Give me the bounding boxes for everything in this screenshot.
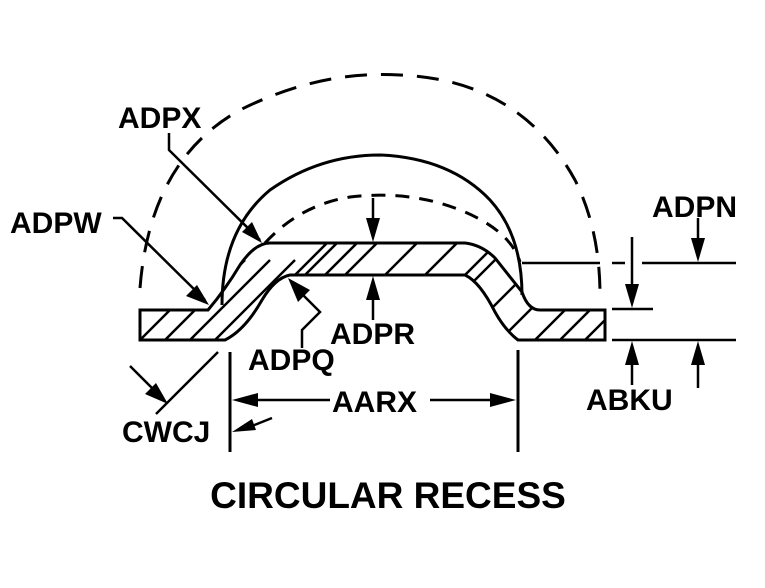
adpq-leader bbox=[288, 278, 322, 348]
label-adpn: ADPN bbox=[652, 191, 737, 224]
label-adpx: ADPX bbox=[118, 102, 201, 135]
thickness-dimension bbox=[612, 237, 736, 388]
inner-dashed-arc bbox=[263, 193, 522, 263]
diagram-title: CIRCULAR RECESS bbox=[210, 475, 566, 516]
adpw-leader bbox=[113, 216, 209, 305]
adpn-dimension bbox=[522, 218, 736, 265]
outer-dashed-arc bbox=[138, 72, 602, 296]
adpr-top-arrow bbox=[366, 198, 380, 242]
label-adpq: ADPQ bbox=[248, 344, 335, 377]
label-aarx: AARX bbox=[332, 386, 417, 419]
label-abku: ABKU bbox=[586, 384, 673, 417]
dome-solid-arc bbox=[220, 153, 524, 306]
label-adpr: ADPR bbox=[330, 318, 415, 351]
label-adpw: ADPW bbox=[10, 207, 102, 240]
cwcj-leader bbox=[129, 351, 273, 432]
label-cwcj: CWCJ bbox=[122, 416, 210, 449]
adpx-leader bbox=[167, 133, 262, 243]
adpr-bottom-arrow bbox=[366, 276, 380, 320]
aarx-dimension bbox=[228, 350, 520, 452]
